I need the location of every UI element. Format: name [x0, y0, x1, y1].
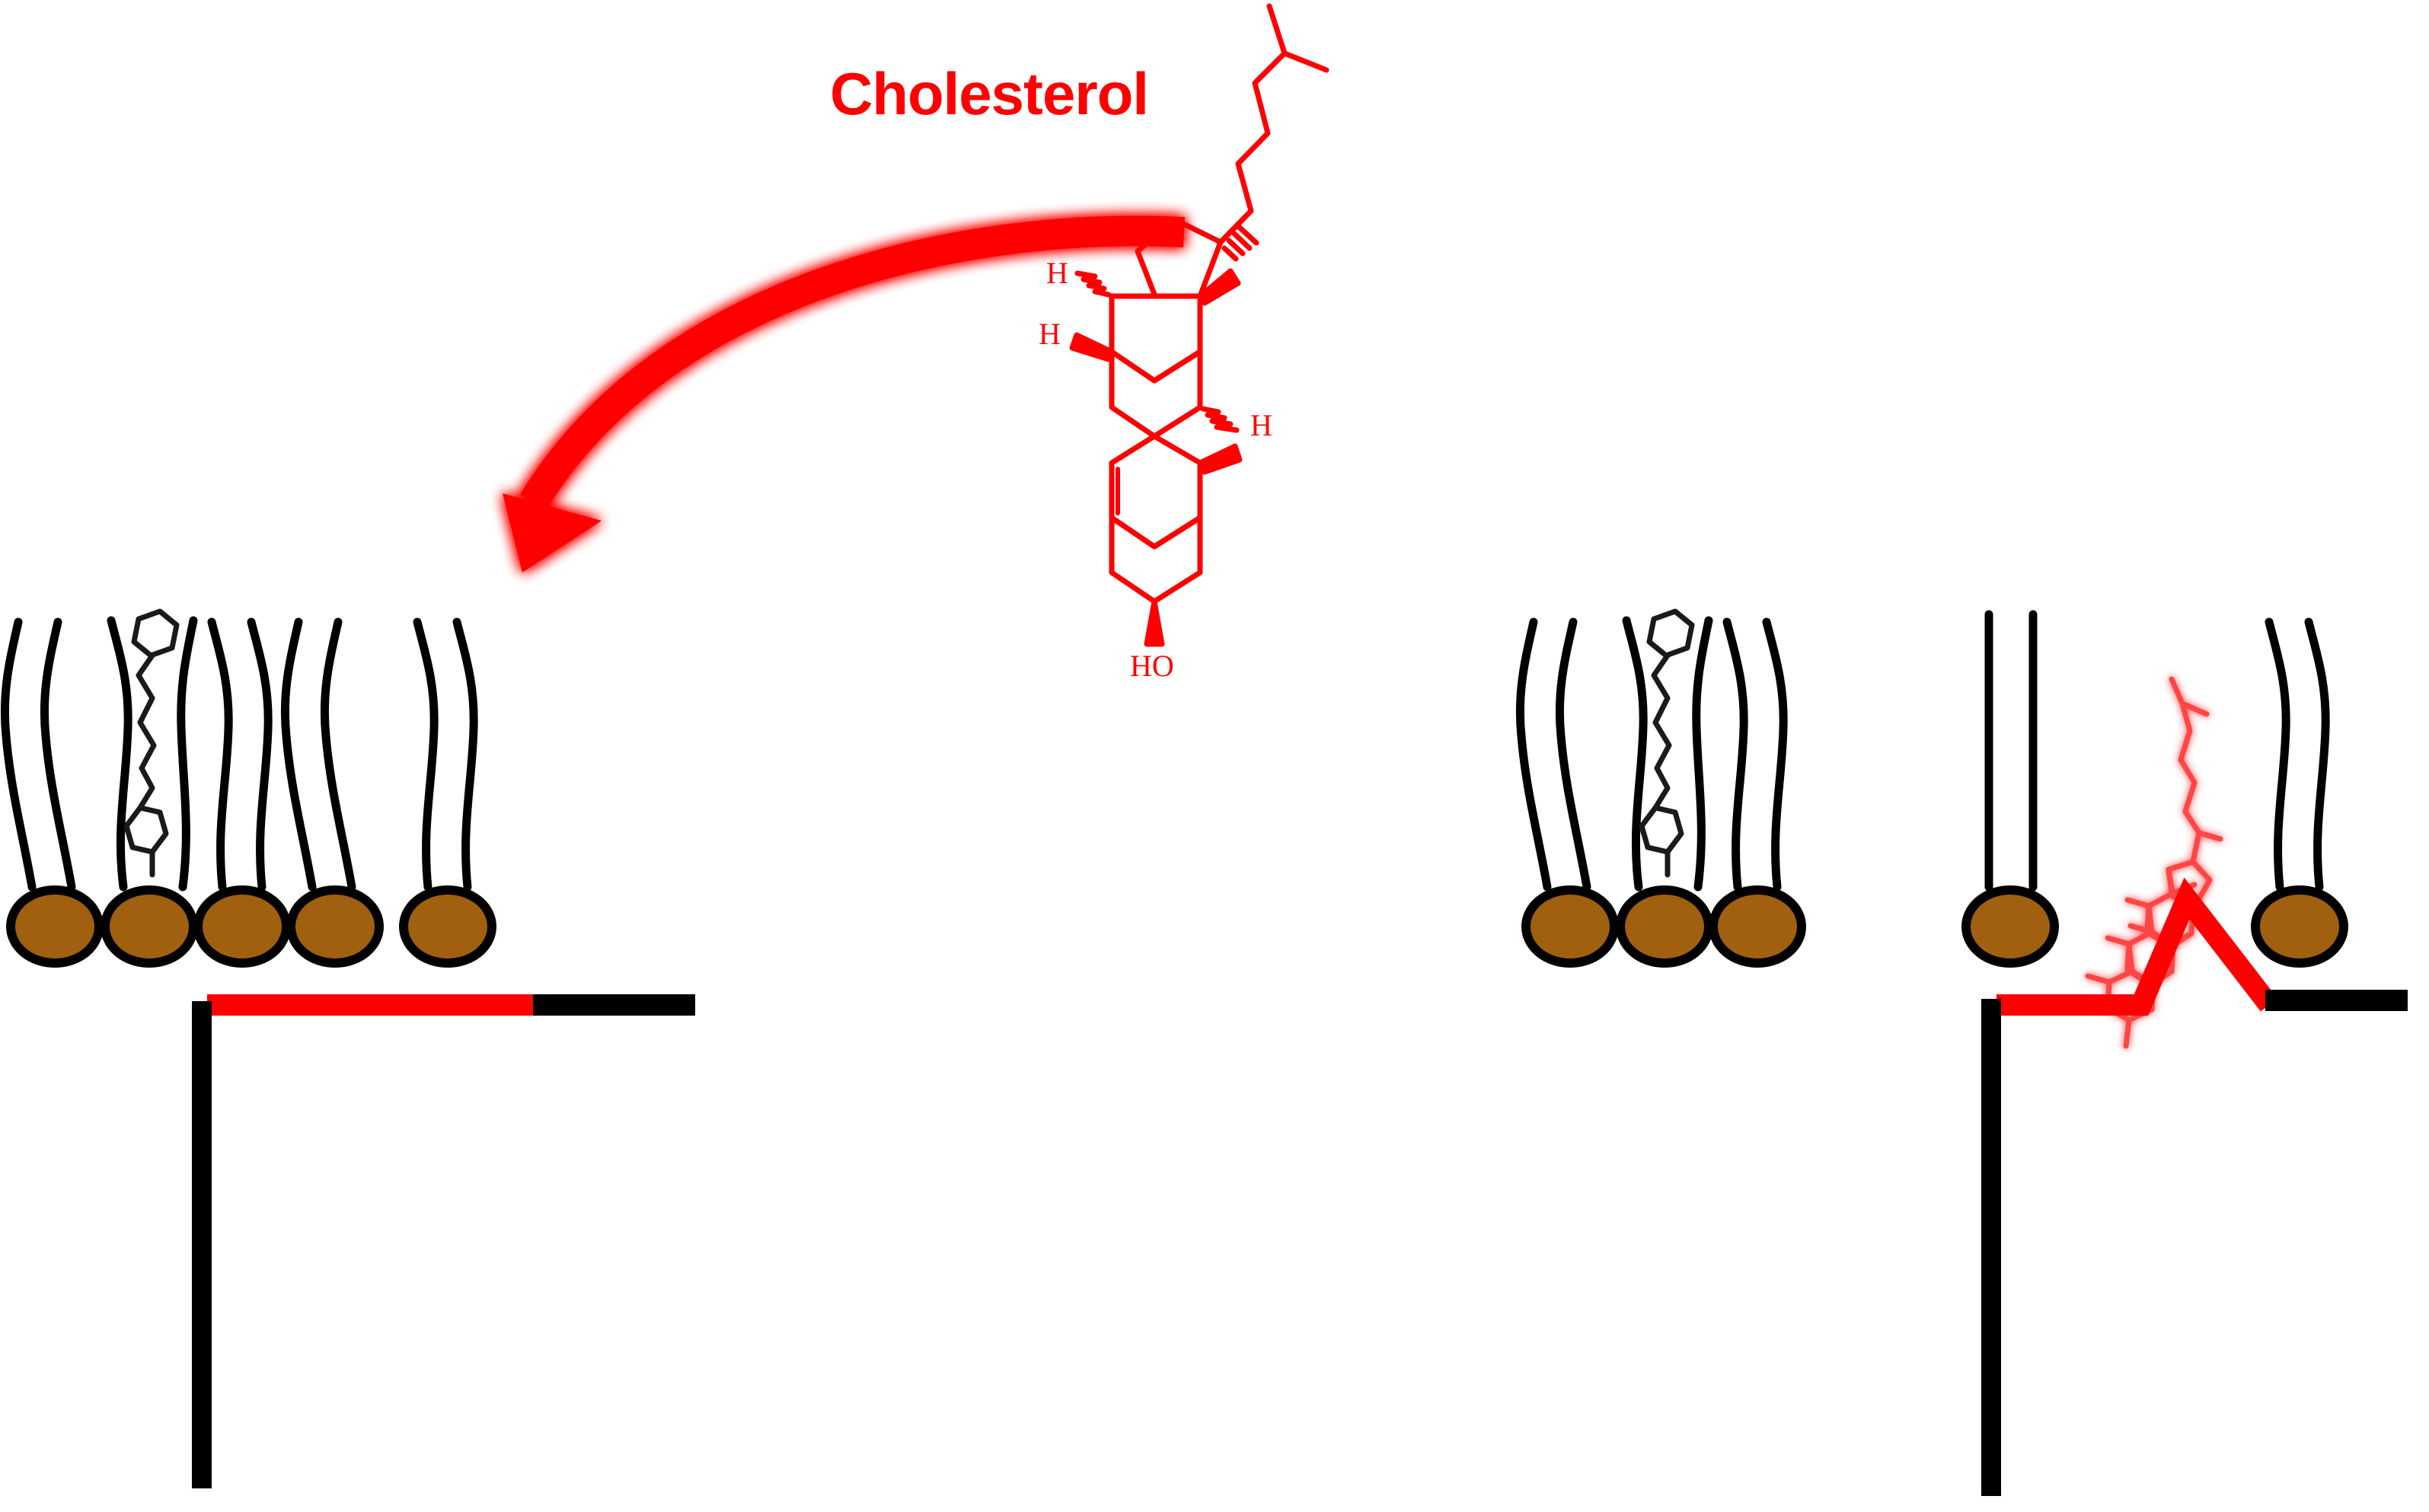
lipid-molecule: [1520, 622, 1614, 963]
stereo-h-label-1: H: [1046, 256, 1068, 290]
lipid-molecule: [404, 622, 492, 963]
right-baseline: [1997, 877, 2408, 1016]
lipid-molecule-ordered: [1966, 614, 2054, 963]
cholesterol-insertion-arrow: [503, 215, 1186, 573]
stereo-h-label-3: H: [1250, 408, 1272, 442]
lipid-molecule: [5, 622, 99, 963]
lipid-molecule: [198, 622, 286, 963]
stereo-h-label-2: H: [1039, 317, 1061, 351]
disordered-membrane-panel: [5, 611, 695, 1488]
cholesterol-structure: H H H HO: [1039, 3, 1329, 683]
hydroxyl-label: HO: [1130, 649, 1174, 683]
ordered-membrane-panel: [1520, 611, 2408, 1496]
lipid-molecule-with-probe: [105, 611, 193, 963]
lipid-molecule: [285, 622, 379, 963]
page-title: Cholesterol: [830, 60, 1149, 127]
lipid-molecule-with-probe: [1620, 611, 1709, 963]
lipid-molecule: [2255, 622, 2344, 963]
lipid-molecule: [1713, 622, 1802, 963]
